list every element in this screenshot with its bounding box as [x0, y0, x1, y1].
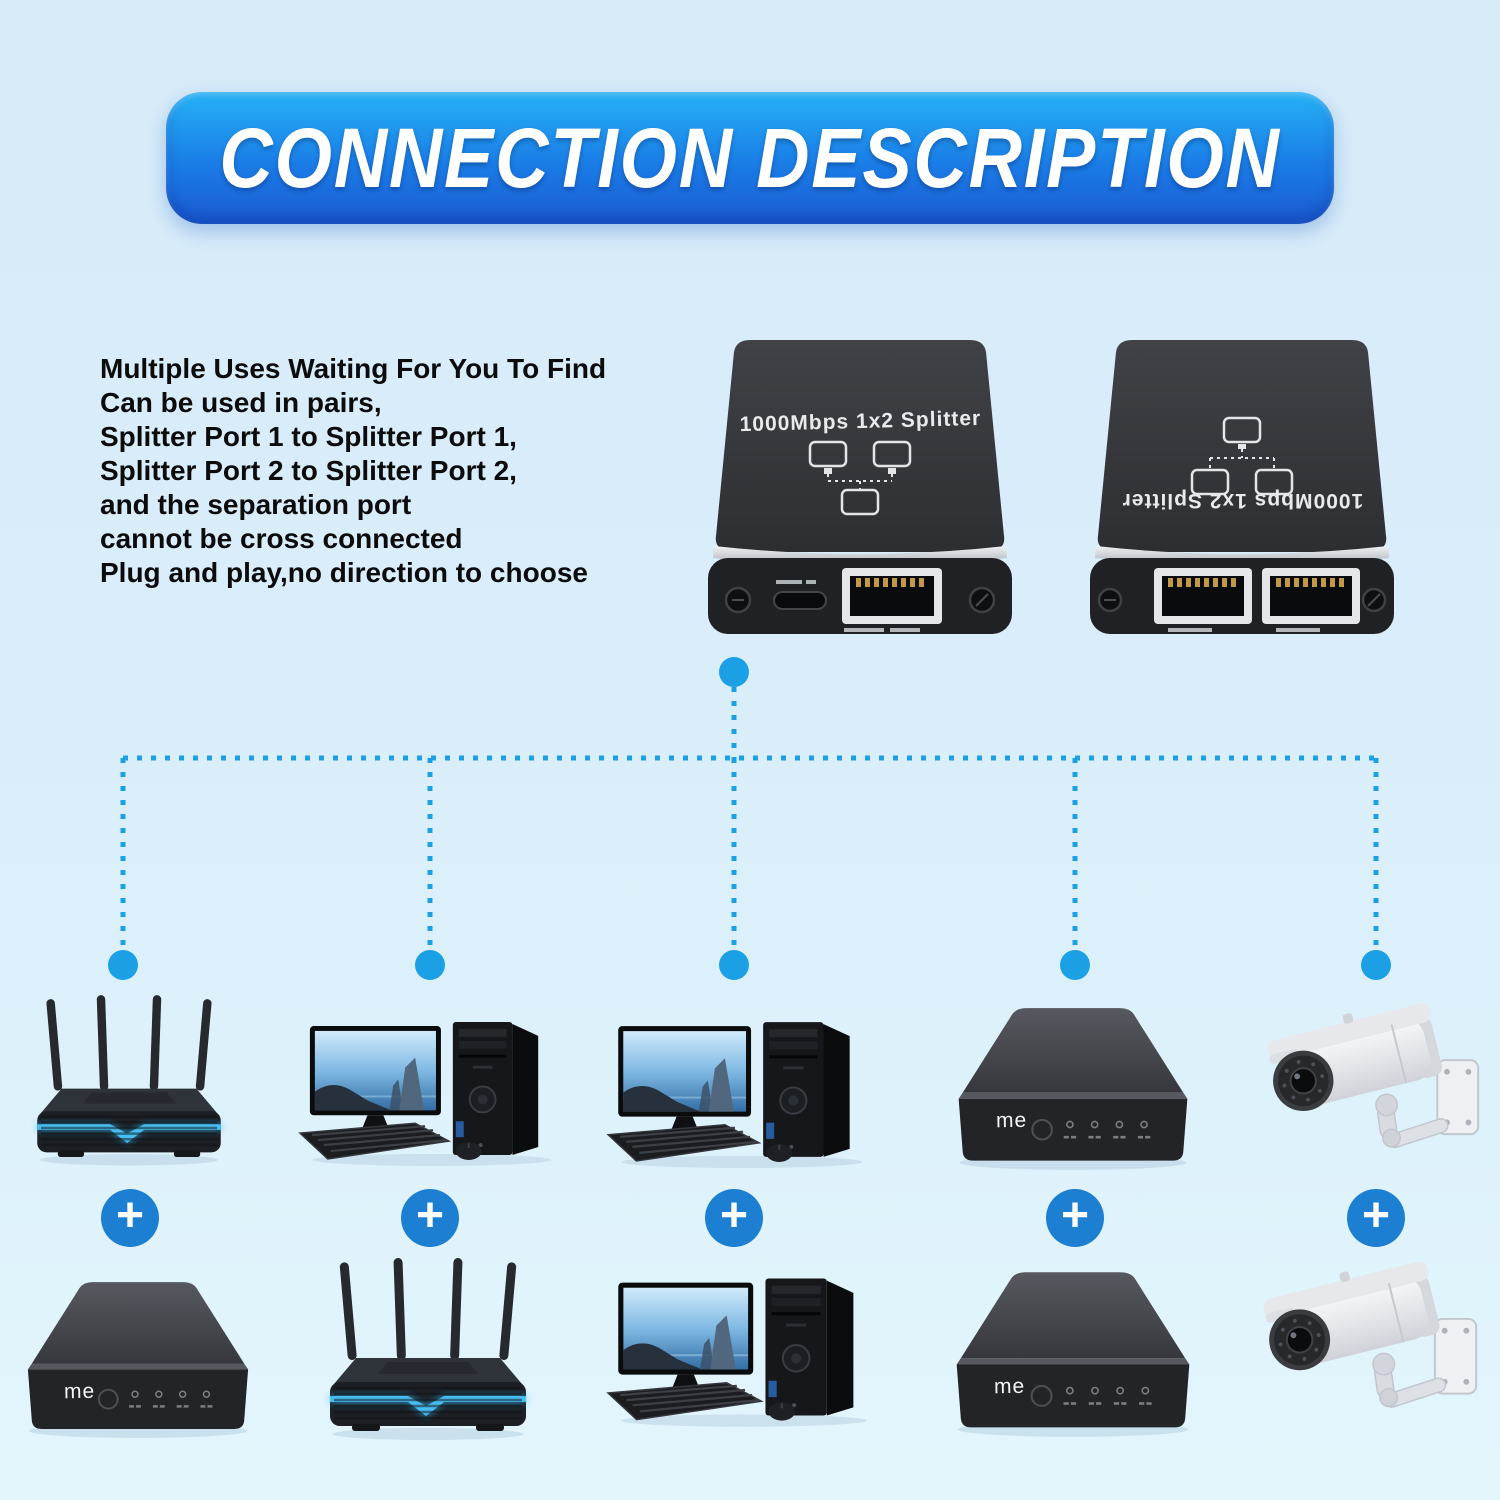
- plus-glyph: +: [415, 1189, 445, 1242]
- splitter-unit-left: 1000Mbps 1x2 Splitter: [694, 330, 1026, 645]
- intro-line: Splitter Port 2 to Splitter Port 2,: [100, 455, 517, 486]
- device-desktop-computer: [298, 1008, 566, 1167]
- device-tv-box: me: [944, 1004, 1202, 1174]
- device-security-camera: [1262, 992, 1486, 1177]
- splitter-unit-right: 1000Mbps 1x2 Splitter: [1076, 330, 1408, 645]
- intro-line: and the separation port: [100, 489, 412, 520]
- title-banner: CONNECTION DESCRIPTION: [166, 92, 1334, 224]
- plus-glyph: +: [115, 1189, 145, 1242]
- splitter-left-graphic: [694, 330, 1026, 645]
- intro-line: Can be used in pairs,: [100, 387, 382, 418]
- plus-icon: +: [705, 1189, 763, 1247]
- plus-icon: +: [401, 1189, 459, 1247]
- intro-line: Plug and play,no direction to choose: [100, 557, 588, 588]
- plus-icon: +: [101, 1189, 159, 1247]
- intro-line: Splitter Port 1 to Splitter Port 1,: [100, 421, 517, 452]
- box-brand-logo: me: [994, 1374, 1026, 1399]
- connection-tree: [108, 657, 1391, 980]
- splitter-right-label: 1000Mbps 1x2 Splitter: [1121, 489, 1363, 512]
- connector-node-dots: [108, 657, 1391, 980]
- box-brand-logo: me: [995, 1109, 1027, 1133]
- plus-glyph: +: [719, 1189, 749, 1242]
- device-wifi-router: [318, 1258, 538, 1448]
- device-tv-box: me: [942, 1268, 1204, 1441]
- plus-glyph: +: [1060, 1189, 1090, 1242]
- intro-text-block: Multiple Uses Waiting For You To Find Ca…: [100, 352, 740, 590]
- intro-line: cannot be cross connected: [100, 523, 463, 554]
- plus-icon: +: [1046, 1189, 1104, 1247]
- box-brand-logo: me: [63, 1379, 95, 1403]
- connector-dashed-lines: [120, 687, 1379, 948]
- device-desktop-computer: [606, 1008, 878, 1169]
- page-title: CONNECTION DESCRIPTION: [219, 110, 1281, 205]
- plus-icon: +: [1347, 1189, 1405, 1247]
- intro-line: Multiple Uses Waiting For You To Find: [100, 353, 607, 384]
- device-tv-box: me: [14, 1278, 262, 1442]
- device-desktop-computer: [606, 1264, 882, 1428]
- plus-glyph: +: [1361, 1189, 1391, 1242]
- device-wifi-router: [26, 995, 232, 1173]
- device-security-camera: [1258, 1250, 1484, 1437]
